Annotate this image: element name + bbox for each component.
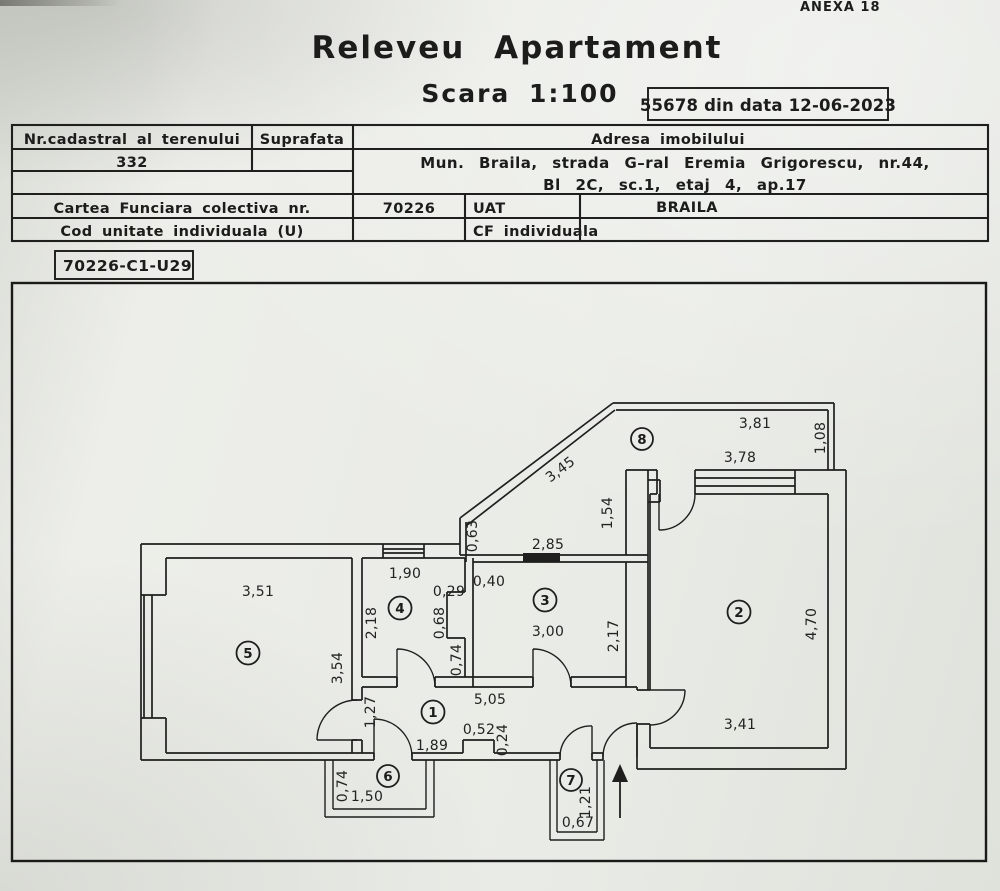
scan-edge-artifact [0, 0, 120, 6]
unit-code-text: 70226-C1-U29 [63, 257, 192, 275]
dimension-label: 3,45 [543, 454, 578, 486]
dimension-label: 0,74 [335, 770, 351, 802]
dimension-label: 1,54 [600, 497, 616, 529]
document-header: ANEXA 18 Releveu Apartament Scara 1:100 … [312, 0, 896, 121]
cartea-funciara-value: 70226 [383, 201, 435, 217]
dimension-label: 1,08 [813, 422, 829, 454]
dimension-label: 1,90 [389, 566, 421, 582]
dimension-label: 0,40 [473, 574, 505, 590]
table-border [10, 123, 990, 243]
dimension-label: 3,78 [724, 450, 756, 466]
dimension-label: 3,51 [242, 584, 274, 600]
dimension-labels: 3,81 1,08 3,78 3,45 0,63 2,85 1,54 0,40 … [242, 416, 829, 831]
unit-code: 70226-C1-U29 [54, 250, 194, 280]
room-number: 4 [387, 595, 413, 621]
dimension-label: 3,54 [330, 652, 346, 684]
dimension-label: 3,00 [532, 624, 564, 640]
dimension-label: 0,63 [465, 520, 481, 552]
cf-individuala-label: CF individuala [473, 224, 599, 240]
room-number: 8 [630, 427, 654, 451]
address-line-2: Bl 2C, sc.1, etaj 4, ap.17 [543, 176, 807, 194]
dimension-label: 0,24 [495, 724, 511, 756]
svg-text:7: 7 [566, 773, 575, 789]
nr-cadastral-header: Nr.cadastral al terenului [24, 132, 240, 148]
door-swings [316, 493, 696, 758]
floor-plan: 1 2 3 4 5 6 7 8 3,81 1,08 3,78 3,45 0,63… [10, 281, 988, 863]
dimension-label: 1,21 [578, 786, 594, 818]
dimension-label: 0,52 [463, 722, 495, 738]
uat-label: UAT [473, 201, 506, 217]
dimension-label: 0,74 [449, 644, 465, 676]
room-number: 6 [376, 764, 400, 788]
room-numbers: 1 2 3 4 5 6 7 8 [235, 427, 752, 792]
svg-text:5: 5 [243, 646, 252, 662]
table-gridlines [12, 125, 988, 241]
vent-opening [523, 553, 560, 562]
uat-value: BRAILA [656, 200, 718, 216]
plan-frame [10, 281, 988, 863]
dimension-label: 3,81 [739, 416, 771, 432]
exterior-walls [140, 402, 847, 770]
room-number: 2 [726, 599, 752, 625]
dimension-label: 0,68 [432, 607, 448, 639]
registration-box [647, 87, 889, 121]
svg-text:6: 6 [383, 769, 392, 785]
dimension-label: 1,50 [351, 789, 383, 805]
svg-text:3: 3 [540, 593, 549, 609]
dimension-label: 2,85 [532, 537, 564, 553]
dimension-label: 3,41 [724, 717, 756, 733]
cod-unitate-label: Cod unitate individuala (U) [60, 224, 303, 240]
cartea-funciara-label: Cartea Funciara colectiva nr. [54, 201, 311, 217]
nr-cadastral-value: 332 [116, 155, 147, 171]
unit-code-box [54, 250, 194, 280]
suprafata-header: Suprafata [260, 132, 345, 148]
address-line-1: Mun. Braila, strada G–ral Eremia Grigore… [420, 154, 929, 172]
dimension-label: 5,05 [474, 692, 506, 708]
svg-text:8: 8 [637, 432, 646, 448]
svg-text:2: 2 [734, 605, 743, 621]
room-number: 3 [532, 587, 558, 613]
cadastral-table: Nr.cadastral al terenului Suprafata Adre… [10, 123, 990, 243]
adresa-header: Adresa imobilului [591, 132, 745, 148]
dimension-label: 4,70 [804, 608, 820, 640]
document-title: Releveu Apartament [312, 30, 723, 66]
dimension-label: 2,17 [606, 620, 622, 652]
anexa-label: ANEXA 18 [800, 0, 881, 15]
balcony-walls [324, 760, 605, 841]
room-number: 1 [420, 699, 446, 725]
registration-number: 55678 din data 12-06-2023 [640, 96, 896, 115]
dimension-label: 2,18 [364, 607, 380, 639]
dimension-label: 0,67 [562, 815, 594, 831]
dimension-label: 1,89 [416, 738, 448, 754]
room-number: 7 [559, 768, 583, 792]
entrance-arrow [612, 764, 628, 818]
svg-text:4: 4 [395, 601, 404, 617]
room-number: 5 [235, 640, 261, 666]
dimension-label: 1,27 [363, 696, 379, 728]
dimension-label: 0,29 [433, 584, 465, 600]
scale-label: Scara 1:100 [421, 79, 618, 108]
svg-text:1: 1 [428, 705, 437, 721]
